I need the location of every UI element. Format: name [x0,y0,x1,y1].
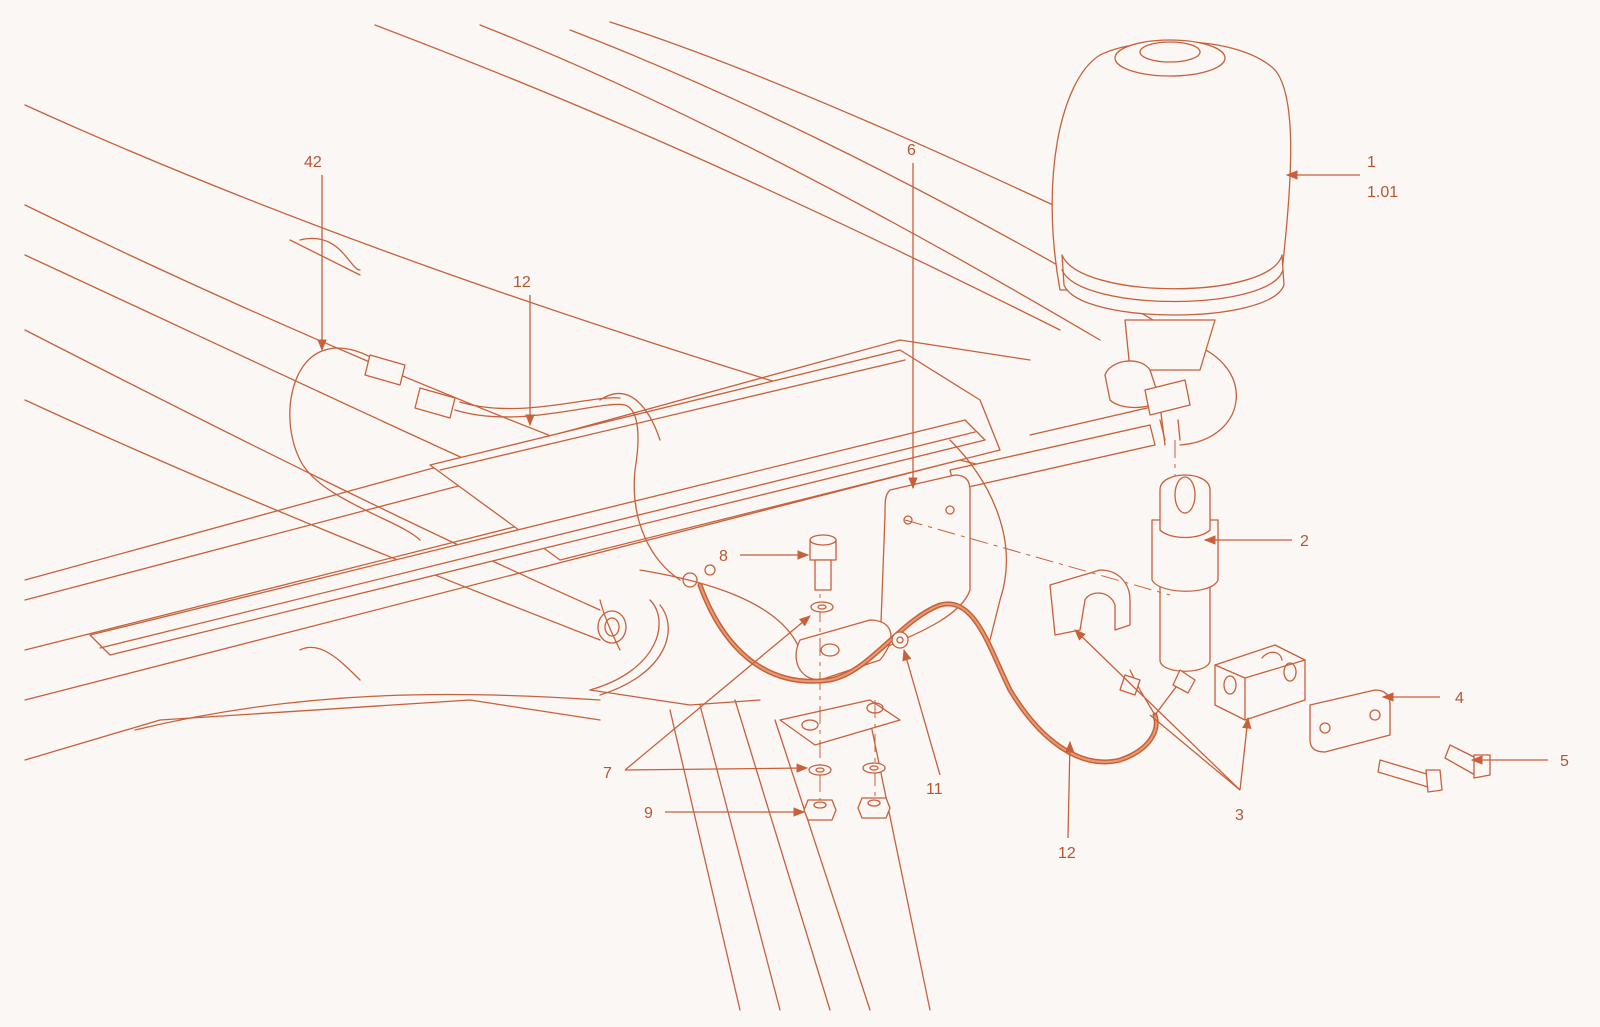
callout-42: 42 [304,154,322,171]
callout-2: 2 [1300,533,1309,550]
callout-11: 11 [926,781,943,798]
mounting-stem [1151,474,1219,672]
callout-4: 4 [1455,690,1464,707]
callout-labels: 1 1.01 2 3 4 5 6 7 8 9 11 12 12 42 [304,142,1569,862]
callout-7: 7 [603,765,612,782]
leader-lines [317,163,1548,839]
bolts [1377,744,1491,793]
callout-8: 8 [719,548,728,565]
bolt-8 [809,534,837,613]
nuts-9 [803,797,891,821]
callout-9: 9 [644,805,653,822]
callout-1: 1 [1367,154,1376,171]
callout-1-01: 1.01 [1367,184,1398,201]
callout-5: 5 [1560,753,1569,770]
callout-3: 3 [1235,807,1244,824]
backing-plate [1309,689,1391,753]
callout-12-bottom: 12 [1058,845,1076,862]
callout-6: 6 [907,142,916,159]
bracket [779,474,1171,800]
callout-12-top: 12 [513,274,531,291]
clamp-halves [1049,569,1306,721]
cable-harness [289,347,1196,765]
roof-frame [24,21,1237,1011]
beacon-lamp [1051,39,1292,490]
washers-7 [808,762,886,776]
